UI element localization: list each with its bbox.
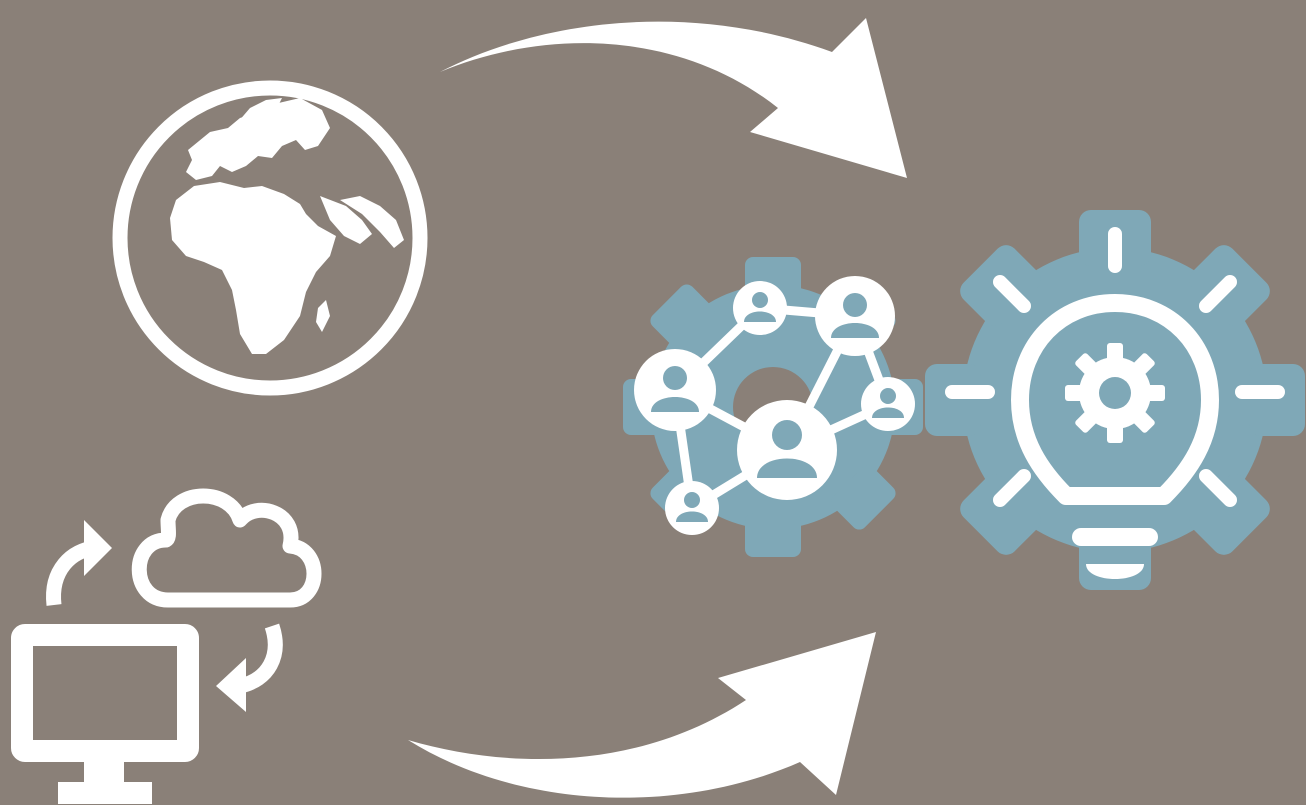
lightbulb-gear-icon <box>925 210 1305 590</box>
computer-cloud-sync-icon <box>11 488 322 804</box>
arrow-bottom-icon <box>408 632 876 798</box>
people-network-gear-icon <box>623 257 923 557</box>
globe-icon <box>112 80 428 396</box>
arrow-top-icon <box>440 18 907 178</box>
